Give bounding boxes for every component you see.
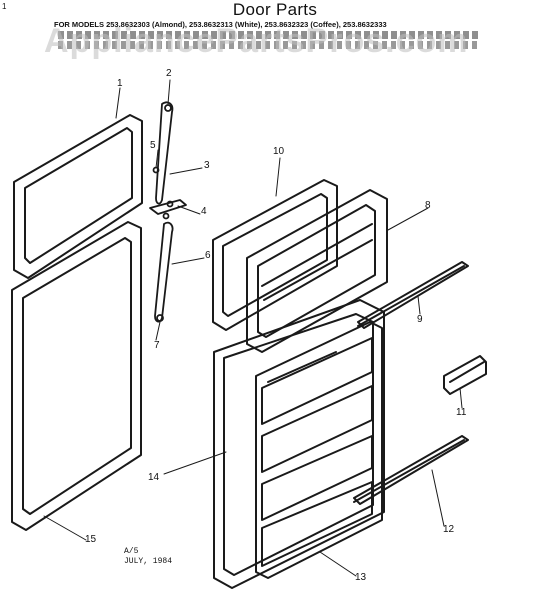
lower-door-gasket [11,221,142,531]
fresh-food-door-liner [255,321,383,579]
models-line: FOR MODELS 253.8632303 (Almond), 253.863… [54,20,387,29]
callout-10: 10 [273,146,285,157]
hinge-screw [156,314,164,322]
leader-lines [43,79,463,577]
callout-12: 12 [443,524,455,535]
callout-14: 14 [148,472,160,483]
upper-handle [152,101,174,205]
callout-1: 1 [117,78,123,89]
upper-door-gasket [13,114,143,279]
footer-date: JULY, 1984 [124,557,173,566]
butter-bin [443,355,487,395]
illegible-models-line [58,41,478,49]
lower-shelf-rail [353,435,469,505]
callout-4: 4 [201,206,207,217]
corner-mark: 1 [2,2,7,11]
callout-7: 7 [154,340,160,351]
callout-6: 6 [205,250,211,261]
freezer-door-liner [246,189,388,353]
footer-code: A/5 [124,547,139,556]
callout-13: 13 [355,572,367,583]
illegible-models-line [58,31,478,39]
callout-8: 8 [425,200,431,211]
freezer-inner-gasket [212,179,338,331]
callout-11: 11 [456,407,467,418]
callout-15: 15 [85,534,97,545]
lower-handle [154,221,174,323]
callout-5: 5 [150,140,156,151]
callout-3: 3 [204,160,210,171]
callout-2: 2 [166,68,172,79]
page-title: Door Parts [232,0,318,19]
watermark-text: AppliancePartsPros.com [44,22,469,60]
center-hinge-bracket [149,199,187,220]
hinge-screw [164,104,172,112]
callout-9: 9 [417,314,423,325]
